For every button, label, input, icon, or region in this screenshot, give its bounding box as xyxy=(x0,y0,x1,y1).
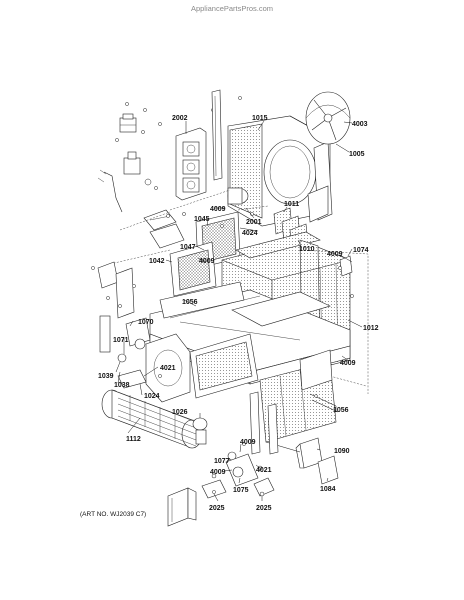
part-label-4003: 4003 xyxy=(352,121,368,128)
art-number-note: (ART NO. WJ2039 C7) xyxy=(80,511,146,518)
watermark-text: AppliancePartsPros.com xyxy=(191,4,273,13)
part-label-4009-c: 4009 xyxy=(199,258,215,265)
assembly-guides xyxy=(109,189,369,394)
hold-down-bracket xyxy=(117,369,162,389)
leader-lines xyxy=(115,120,363,502)
blower-hub-bearing xyxy=(192,417,208,445)
blower-wheel xyxy=(101,389,203,449)
control-panel xyxy=(175,127,207,201)
part-label-2025-b: 2025 xyxy=(256,505,272,512)
support-posts xyxy=(249,391,279,455)
coil-clips xyxy=(309,393,339,413)
condenser-fan-blade xyxy=(305,91,351,145)
bottom-support-bracket xyxy=(167,487,197,527)
part-label-1056-b: 1056 xyxy=(333,407,349,414)
part-label-1070: 1070 xyxy=(138,319,154,326)
part-label-1090: 1090 xyxy=(334,448,350,455)
part-label-1042: 1042 xyxy=(149,258,165,265)
left-brackets xyxy=(91,261,136,353)
partition-wall xyxy=(159,281,331,327)
part-label-1011: 1011 xyxy=(284,201,299,208)
clip-bracket xyxy=(317,455,339,485)
compressor-mount xyxy=(211,442,263,487)
part-label-1045: 1045 xyxy=(194,216,210,223)
part-label-1112: 1112 xyxy=(126,436,141,443)
capacitor-relay xyxy=(97,151,152,213)
part-label-1039: 1039 xyxy=(98,373,114,380)
part-label-4021-b: 4021 xyxy=(256,467,272,474)
part-label-4009-a: 4009 xyxy=(210,206,226,213)
part-label-4009-d: 4009 xyxy=(340,360,356,367)
part-label-4024: 4024 xyxy=(242,230,258,237)
vertical-bracket xyxy=(211,89,223,181)
part-label-1074: 1074 xyxy=(353,247,369,254)
lower-coil-section xyxy=(259,349,337,453)
part-label-2002: 2002 xyxy=(172,115,188,122)
fan-motor xyxy=(227,187,254,216)
terminal-blocks xyxy=(201,477,275,499)
part-label-4009-b: 4009 xyxy=(327,251,343,258)
blower-scroll xyxy=(145,333,259,403)
part-label-1047: 1047 xyxy=(180,244,196,251)
control-bracket xyxy=(143,209,186,249)
part-label-2001: 2001 xyxy=(246,219,262,226)
part-label-1071: 1071 xyxy=(113,337,129,344)
part-label-1077: 1077 xyxy=(214,458,230,465)
part-label-1075: 1075 xyxy=(233,487,249,494)
part-label-1010: 1010 xyxy=(299,246,315,253)
part-label-1026: 1026 xyxy=(172,409,188,416)
side-panel-right xyxy=(307,141,333,223)
part-label-1012: 1012 xyxy=(363,325,379,332)
part-label-1024: 1024 xyxy=(144,393,160,400)
part-label-1056-a: 1056 xyxy=(182,299,198,306)
control-transformer xyxy=(119,113,137,133)
part-label-1038: 1038 xyxy=(114,382,130,389)
part-label-4009-e: 4009 xyxy=(240,439,256,446)
part-label-1084: 1084 xyxy=(320,486,336,493)
part-label-4021-a: 4021 xyxy=(160,365,176,372)
part-labels: 2002 1015 4003 1005 4009 1011 2001 1045 … xyxy=(98,115,379,512)
part-label-4009-f: 4009 xyxy=(210,469,226,476)
part-label-1015: 1015 xyxy=(252,115,268,122)
part-label-1005: 1005 xyxy=(349,151,365,158)
blower-motor-mount xyxy=(117,317,151,363)
part-label-2025-a: 2025 xyxy=(209,505,225,512)
